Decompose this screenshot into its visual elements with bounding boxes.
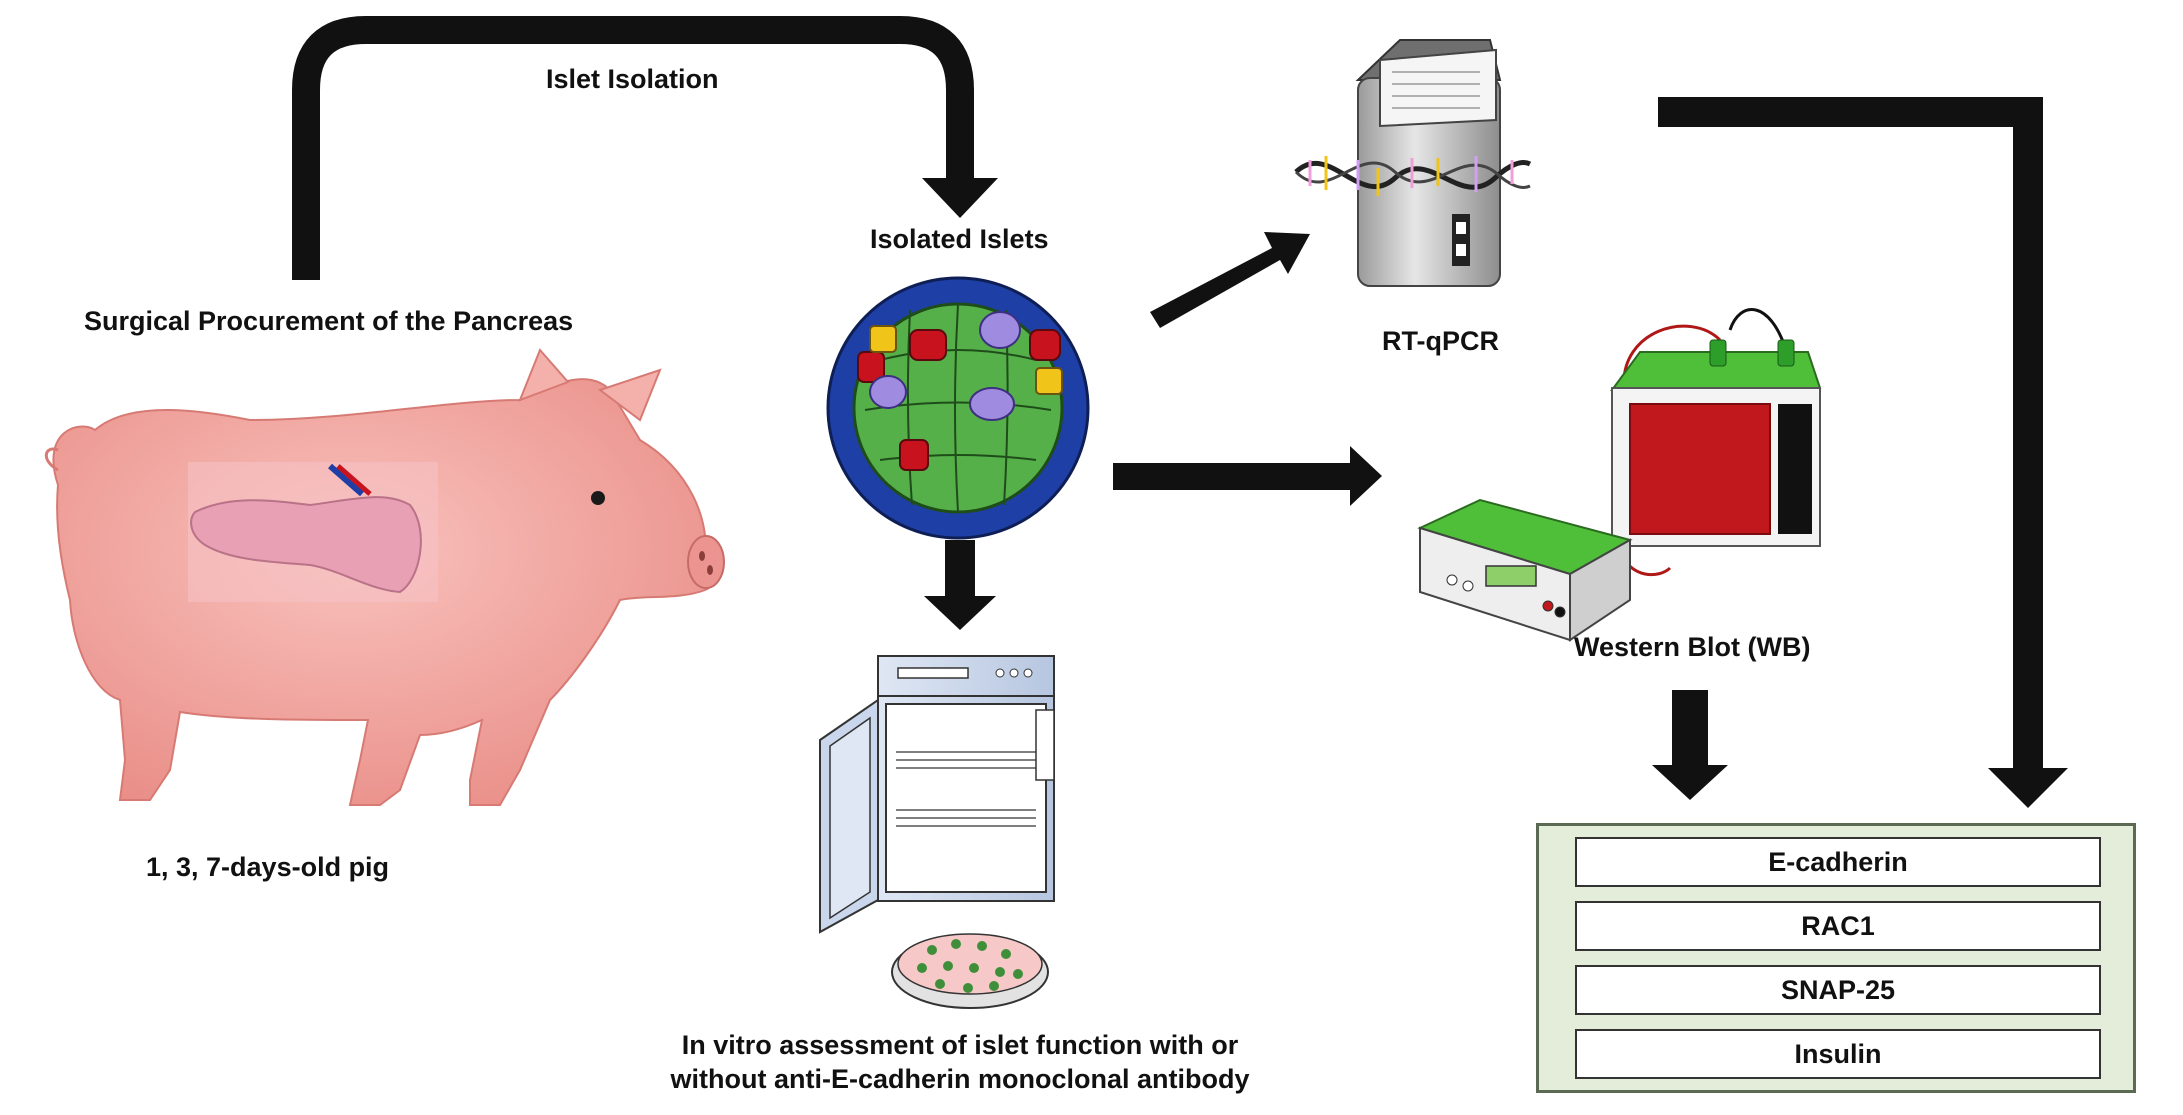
in-vitro-label-line1: In vitro assessment of islet function wi… xyxy=(681,1030,1239,1060)
arrow-wb-to-panel xyxy=(1652,690,1728,800)
pancreas-illustration xyxy=(188,462,438,602)
power-supply xyxy=(1417,498,1672,642)
pig-age-label: 1, 3, 7-days-old pig xyxy=(146,852,390,882)
marker-insulin: Insulin xyxy=(1575,1029,2101,1079)
islet-isolation-arrow xyxy=(292,16,998,280)
arrow-to-qpcr xyxy=(1150,232,1310,328)
islet-isolation-label: Islet Isolation xyxy=(546,64,719,94)
marker-snap-25: SNAP-25 xyxy=(1575,965,2101,1015)
markers-panel: E-cadherin RAC1 SNAP-25 Insulin xyxy=(1536,823,2136,1093)
incubator xyxy=(819,655,1055,934)
arrow-to-incubator xyxy=(924,540,996,630)
western-blot-label: Western Blot (WB) xyxy=(1574,632,1811,662)
arrow-to-western-blot xyxy=(1113,446,1382,506)
marker-rac1: RAC1 xyxy=(1575,901,2101,951)
rtqpcr-label: RT-qPCR xyxy=(1382,326,1499,356)
electrophoresis-tank xyxy=(1610,308,1822,547)
surgical-procurement-label: Surgical Procurement of the Pancreas xyxy=(84,306,574,336)
qpcr-machine xyxy=(1355,39,1502,287)
dna-helix xyxy=(1294,156,1532,196)
in-vitro-label-line2: without anti-E-cadherin monoclonal antib… xyxy=(670,1064,1250,1094)
arrow-qpcr-to-panel xyxy=(1658,97,2068,808)
marker-e-cadherin: E-cadherin xyxy=(1575,837,2101,887)
islet-cluster xyxy=(826,276,1090,540)
petri-dish xyxy=(891,933,1049,1009)
isolated-islets-label: Isolated Islets xyxy=(870,224,1049,254)
